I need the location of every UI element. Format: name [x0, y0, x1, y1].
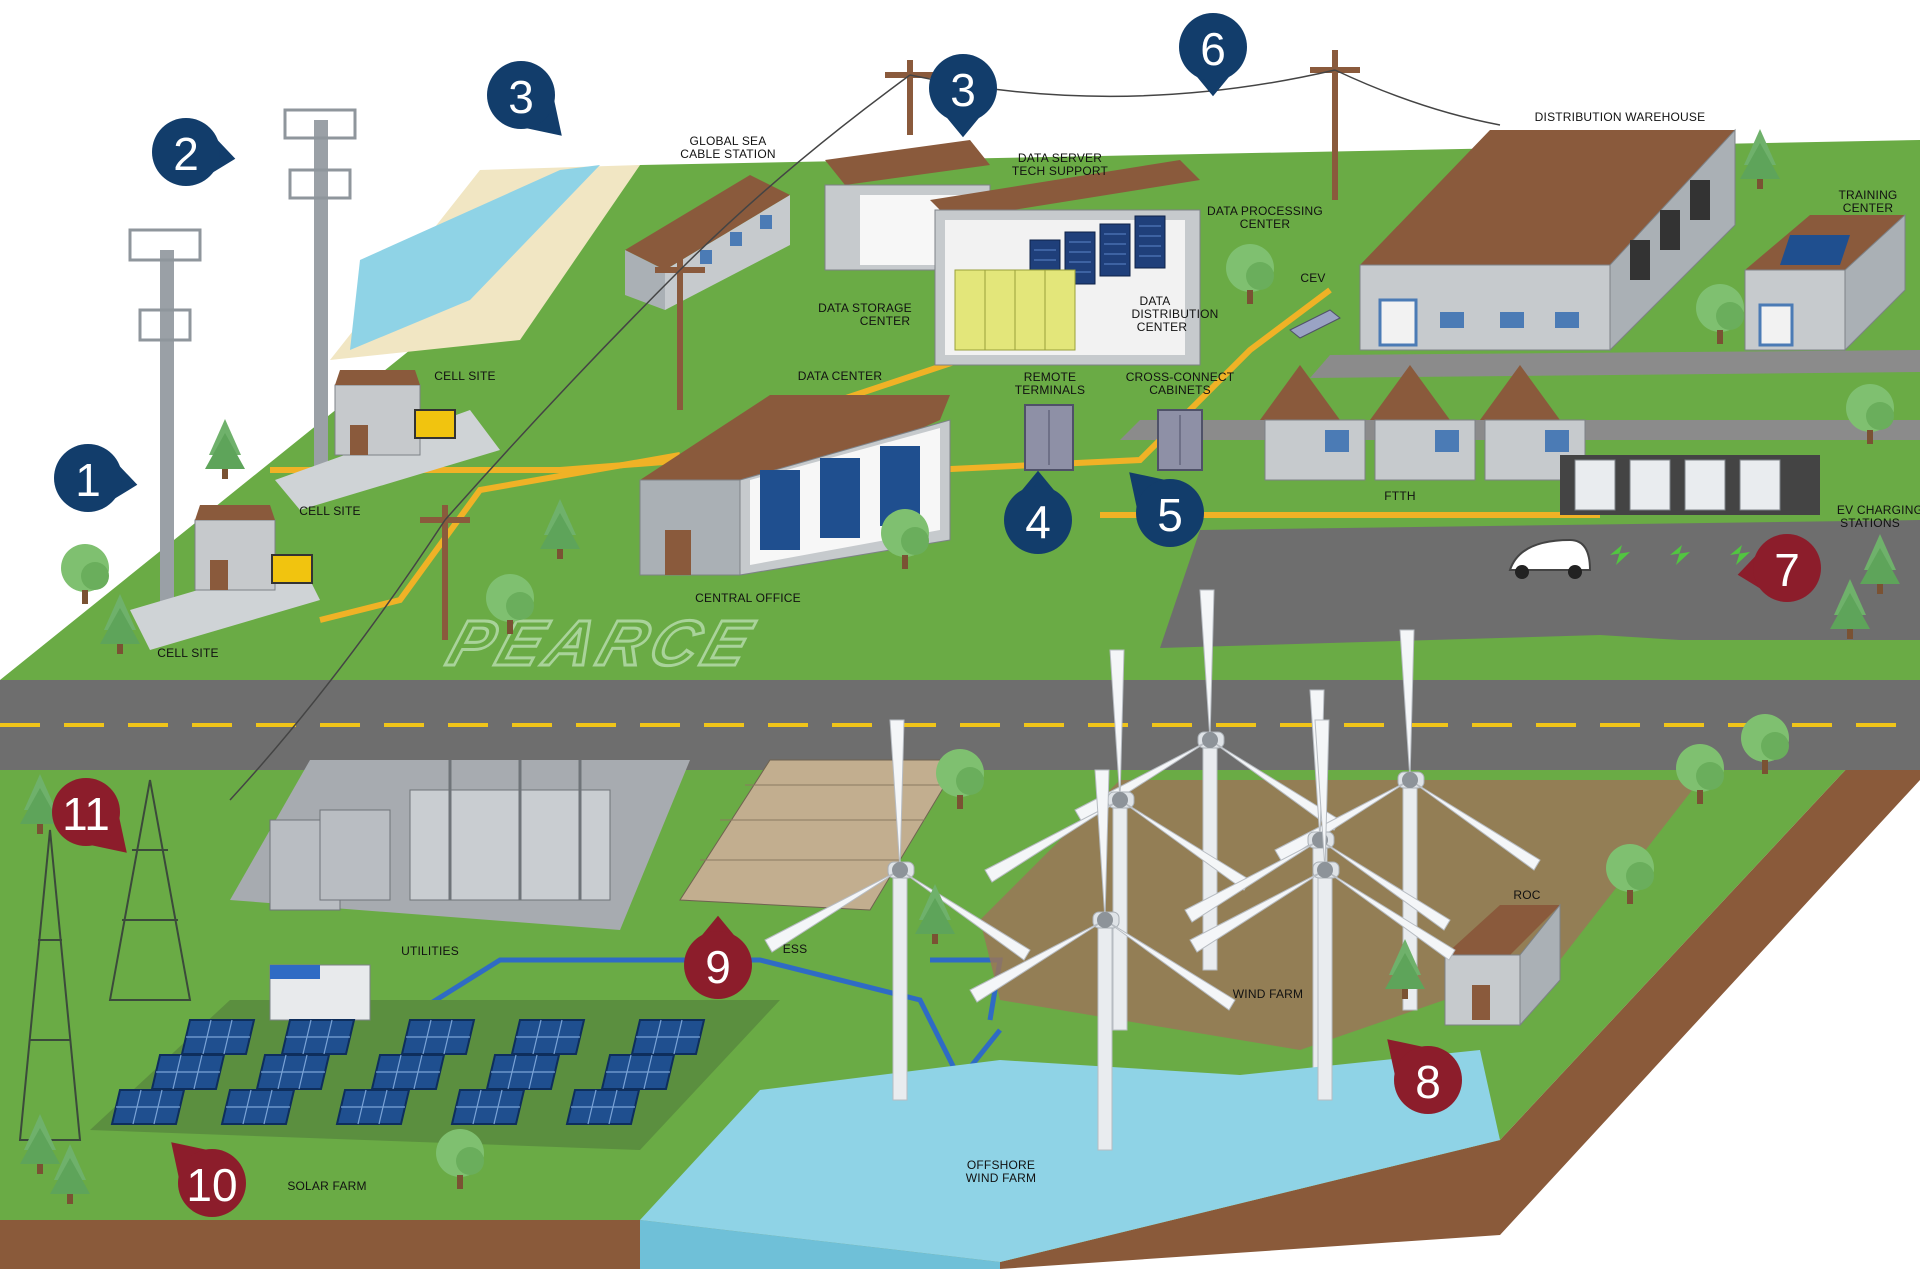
remote-terminal-cabinet [1024, 404, 1074, 471]
label-data-center: DATA CENTER [798, 369, 883, 383]
marker-5: 5 [1129, 472, 1204, 547]
marker-circle [1136, 479, 1204, 547]
marker-circle [178, 1149, 246, 1217]
label-roc: ROC [1513, 888, 1540, 902]
roc-building [1444, 903, 1561, 1027]
cev-vault [1289, 309, 1341, 339]
solar-farm [90, 964, 780, 1150]
cell-site-1 [128, 228, 320, 650]
label-ess: ESS [783, 942, 808, 956]
label-utilities: UTILITIES [401, 944, 459, 958]
marker-number: 10 [186, 1159, 237, 1211]
marker-circle [1753, 534, 1821, 602]
pearce-ground-lettering: PEARCE [439, 607, 765, 678]
marker-number: 6 [1200, 23, 1226, 75]
marker-circle [1179, 13, 1247, 81]
marker-circle [487, 61, 555, 129]
label-distribution-warehouse: DISTRIBUTION WAREHOUSE [1535, 110, 1706, 124]
offshore-water-side [640, 1220, 1000, 1269]
marker-number: 8 [1415, 1056, 1441, 1108]
marker-4: 4 [1004, 470, 1072, 554]
marker-number: 11 [62, 788, 110, 840]
marker-6: 6 [1179, 13, 1247, 97]
utilities-substation [230, 760, 690, 930]
marker-circle [684, 931, 752, 999]
back-road [1310, 350, 1920, 378]
marker-11: 11 [52, 778, 127, 853]
parking-lot [1160, 520, 1920, 648]
training-center [1744, 213, 1906, 352]
marker-circle [52, 778, 120, 846]
label-wind-farm: WIND FARM [1233, 987, 1303, 1001]
marker-circle [1004, 486, 1072, 554]
marker-circle [54, 444, 122, 512]
cross-connect-cabinet [1157, 409, 1203, 471]
marker-7: 7 [1737, 534, 1821, 602]
marker-number: 3 [508, 71, 534, 123]
label-cell-site: CELL SITE [157, 646, 218, 660]
label-cell-site: CELL SITE [434, 369, 495, 383]
marker-8: 8 [1387, 1039, 1462, 1114]
marker-number: 4 [1025, 496, 1051, 548]
marker-2: 2 [152, 118, 236, 186]
label-central-office: CENTRAL OFFICE [695, 591, 801, 605]
ev-charging-stations [1508, 455, 1820, 579]
marker-number: 7 [1774, 544, 1800, 596]
marker-3: 3 [487, 61, 562, 136]
offshore-water [640, 1050, 1500, 1262]
marker-3: 3 [929, 54, 997, 138]
distribution-warehouse [1359, 128, 1736, 352]
marker-number: 3 [950, 64, 976, 116]
labels: CELL SITE CELL SITE CELL SITE GLOBAL SEA… [157, 110, 1920, 1193]
cell-site-2 [275, 108, 500, 510]
numbered-markers: 1 2 3 3 4 5 6 7 8 9 10 11 [52, 13, 1821, 1217]
label-ftth: FTTH [1384, 489, 1415, 503]
marker-number: 2 [173, 128, 199, 180]
marker-number: 1 [75, 454, 101, 506]
marker-circle [929, 54, 997, 122]
label-solar-farm: SOLAR FARM [287, 1179, 366, 1193]
label-cev: CEV [1300, 271, 1325, 285]
marker-number: 5 [1157, 489, 1183, 541]
data-center [824, 140, 1201, 366]
marker-circle [1394, 1046, 1462, 1114]
ftth-houses [1260, 365, 1586, 481]
marker-9: 9 [684, 915, 752, 999]
marker-circle [152, 118, 220, 186]
marker-number: 9 [705, 941, 731, 993]
label-cell-site: CELL SITE [299, 504, 360, 518]
marker-10: 10 [171, 1142, 246, 1217]
marker-1: 1 [54, 444, 138, 512]
sea-water [350, 165, 600, 350]
